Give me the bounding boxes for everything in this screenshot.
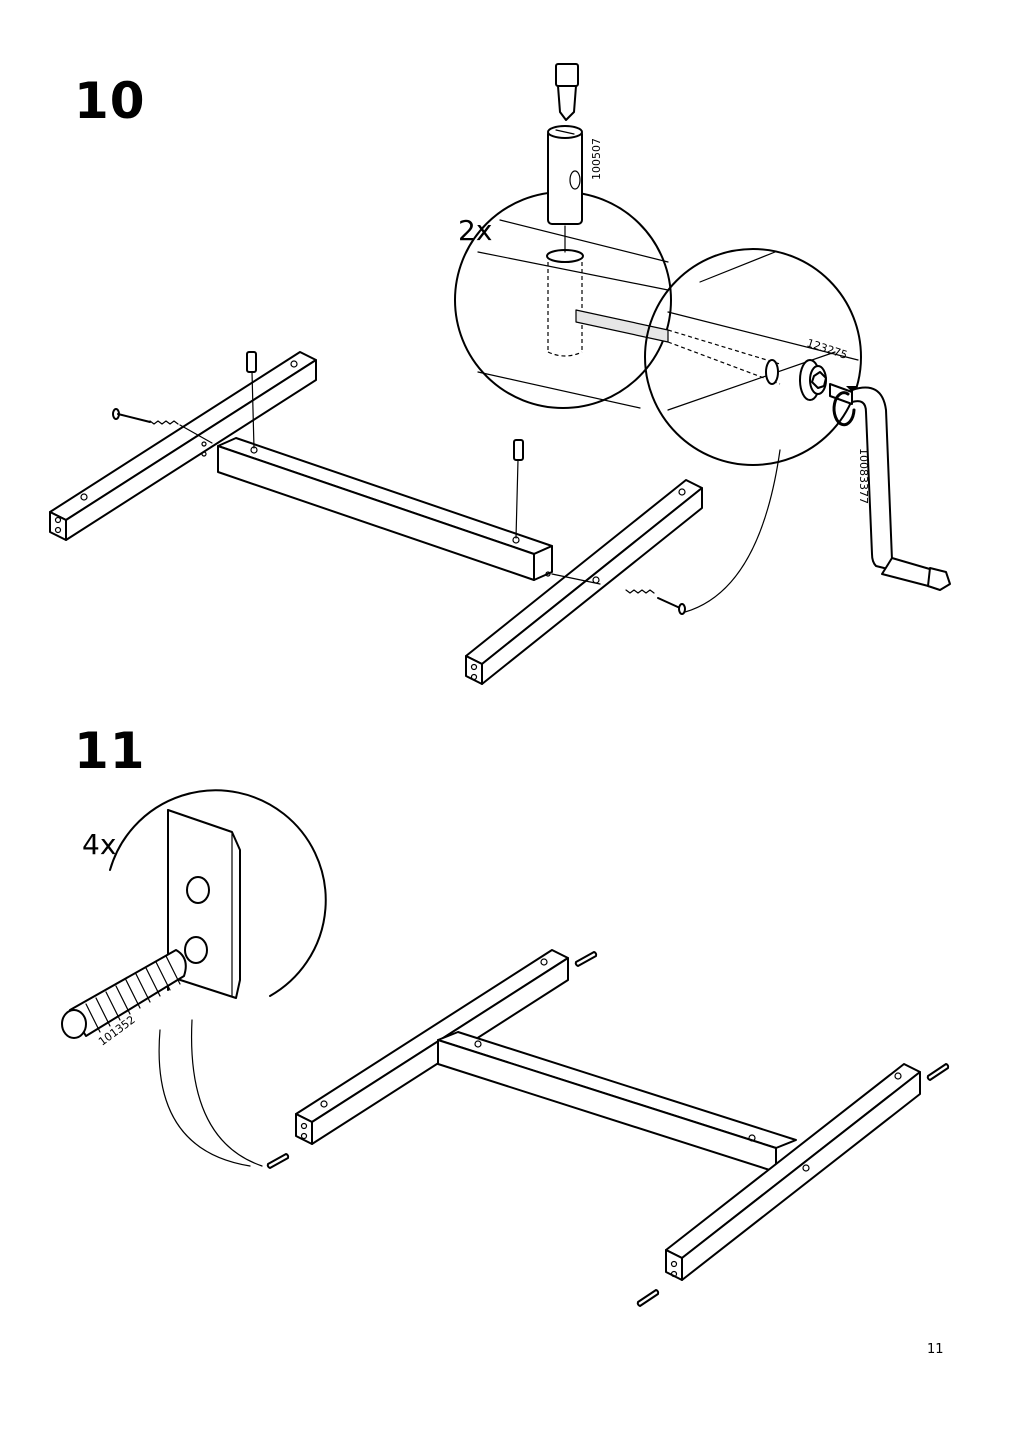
step11-dowels xyxy=(266,951,950,1307)
step-number-11: 11 xyxy=(74,722,146,780)
part-code-bolt: 123275 xyxy=(805,336,849,361)
dowel-right xyxy=(513,439,524,539)
part-code-dowel: 100507 xyxy=(590,138,603,180)
quantity-label-4x: 4x xyxy=(82,828,116,861)
part-code-key: 10083377 xyxy=(857,448,870,504)
step11-left-leg-rail xyxy=(295,949,569,1145)
step11-frame-drawing: 101352 4x xyxy=(61,789,950,1307)
step10-frame-drawing: 100507 2x 123275 10083377 xyxy=(49,63,951,685)
step-number-10: 10 xyxy=(74,72,146,130)
right-leg-rail xyxy=(465,479,703,685)
left-leg-rail xyxy=(49,351,317,541)
detail-circle-bolt: 123275 10083377 xyxy=(644,248,951,613)
cross-bar xyxy=(217,437,553,581)
quantity-label-2x: 2x xyxy=(458,214,492,247)
step11-detail-circle: 101352 4x xyxy=(61,789,327,1167)
bolt-left xyxy=(112,408,213,457)
bolt-right xyxy=(545,571,686,615)
dowel-left xyxy=(246,351,257,449)
step11-cross-bar xyxy=(437,1031,797,1173)
page-number: 11 xyxy=(927,1342,944,1357)
detail-circle-dowel: 100507 2x xyxy=(454,63,672,409)
step11-right-leg-rail xyxy=(665,1063,921,1281)
